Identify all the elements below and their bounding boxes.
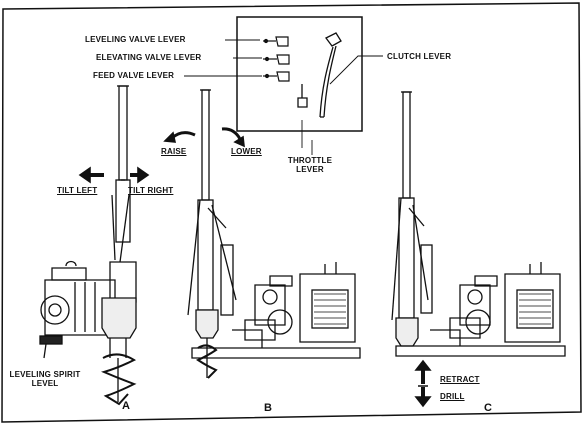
auger-side-view-c bbox=[391, 91, 566, 357]
leader-lines bbox=[184, 39, 383, 155]
tilt-right-label: TILT RIGHT bbox=[128, 186, 174, 195]
panel-a-label: A bbox=[122, 400, 130, 412]
clutch-lever-label: CLUTCH LEVER bbox=[387, 52, 452, 61]
throttle-lever-label: THROTTLE LEVER bbox=[285, 156, 335, 174]
auger-side-view-b bbox=[187, 89, 361, 379]
leveling-valve-lever-label: LEVELING VALVE LEVER bbox=[85, 35, 186, 44]
panel-c-label: C bbox=[484, 402, 492, 414]
leveling-spirit-level-label: LEVELING SPIRIT LEVEL bbox=[4, 370, 86, 388]
retract-label: RETRACT bbox=[440, 375, 480, 384]
throttle-lever-label-line2: LEVER bbox=[296, 165, 324, 174]
lever-inset-box bbox=[236, 16, 363, 132]
leveling-spirit-level-line2: LEVEL bbox=[31, 379, 59, 388]
outer-frame bbox=[1, 2, 582, 423]
throttle-lever-icon bbox=[297, 84, 308, 108]
throttle-lever-label-line1: THROTTLE bbox=[287, 156, 333, 165]
auger-front-view-a bbox=[39, 85, 137, 406]
tilt-left-label: TILT LEFT bbox=[57, 186, 98, 195]
leveling-spirit-level-line1: LEVELING SPIRIT bbox=[9, 370, 81, 379]
raise-label: RAISE bbox=[161, 147, 187, 156]
panel-b-label: B bbox=[264, 402, 272, 414]
drill-label: DRILL bbox=[440, 392, 465, 401]
valve-levers-icon bbox=[263, 36, 290, 82]
clutch-lever-icon bbox=[319, 32, 342, 118]
elevating-valve-lever-label: ELEVATING VALVE LEVER bbox=[96, 53, 202, 62]
direction-arrows bbox=[78, 127, 432, 408]
feed-valve-lever-label: FEED VALVE LEVER bbox=[93, 71, 175, 80]
lower-label: LOWER bbox=[231, 147, 262, 156]
